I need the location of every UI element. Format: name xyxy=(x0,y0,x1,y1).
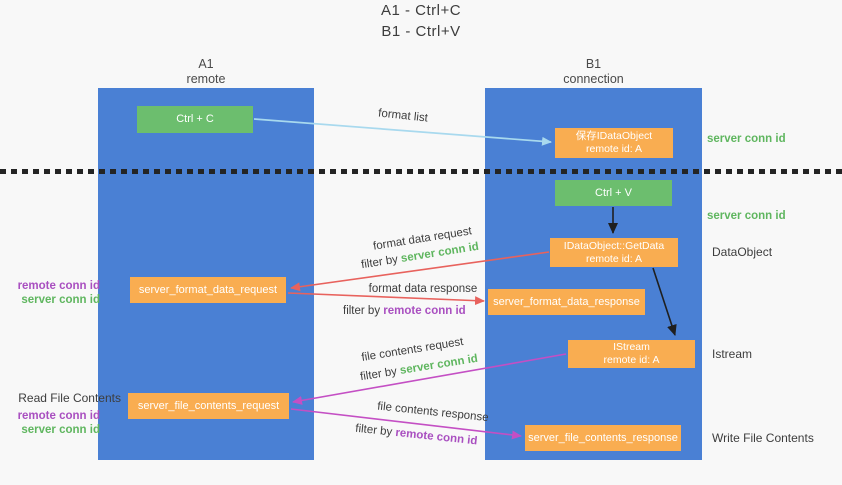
node-idataobject-getdata-line1: IDataObject::GetData xyxy=(563,239,665,252)
label-filter-remote-conn-id-2: filter by remote conn id xyxy=(355,423,478,448)
annotation-conn-ids-format: remote conn id server conn id xyxy=(0,279,100,307)
node-idataobject-getdata: IDataObject::GetData remote id: A xyxy=(550,238,678,267)
node-istream-line1: IStream xyxy=(613,341,650,353)
node-server-format-data-request-label: server_format_data_request xyxy=(138,283,278,296)
lane-header-b1: B1 connection xyxy=(485,57,702,87)
node-server-format-data-response-label: server_format_data_response xyxy=(493,295,640,308)
label-format-data-response-text: format data response xyxy=(368,283,478,295)
node-idataobject-getdata-line2: remote id: A xyxy=(585,252,643,265)
annotation-server-conn-id-1: server conn id xyxy=(21,294,100,306)
node-save-idataobject-line1: 保存IDataObject xyxy=(575,130,653,142)
node-server-file-contents-response: server_file_contents_response xyxy=(525,425,681,451)
annotation-conn-ids-file: remote conn id server conn id xyxy=(0,409,100,437)
remote-conn-id-text: remote conn id xyxy=(394,426,478,448)
annotation-dataobject: DataObject xyxy=(712,245,773,259)
lane-b1-name: connection xyxy=(563,72,624,86)
annotation-remote-conn-id-1: remote conn id xyxy=(17,280,100,292)
node-save-idataobject-line2: remote id: A xyxy=(585,143,643,155)
node-server-format-data-request: server_format_data_request xyxy=(130,277,286,303)
node-server-file-contents-request: server_file_contents_request xyxy=(128,393,289,419)
annotation-server-conn-id-mid: server conn id xyxy=(707,210,786,222)
label-format-data-response: format data response xyxy=(367,283,479,295)
annotation-server-conn-id-2: server conn id xyxy=(21,424,100,436)
node-server-format-data-response: server_format_data_response xyxy=(488,289,645,315)
title-line-2: B1 - Ctrl+V xyxy=(381,23,461,40)
remote-conn-id-text: remote conn id xyxy=(383,305,466,317)
node-istream: IStream remote id: A xyxy=(568,340,695,368)
lane-b1-id: B1 xyxy=(585,57,602,71)
node-ctrl-v-label: Ctrl + V xyxy=(595,186,632,199)
annotation-write-file-contents: Write File Contents xyxy=(712,431,814,445)
label-file-contents-response: file contents response xyxy=(377,400,490,424)
filter-by-text: filter by xyxy=(343,305,384,317)
node-ctrl-v: Ctrl + V xyxy=(555,180,672,206)
node-ctrl-c-label: Ctrl + C xyxy=(176,113,214,125)
lane-a1-name: remote xyxy=(186,72,226,86)
label-format-list: format list xyxy=(360,106,447,127)
clipboard-boundary-divider xyxy=(0,169,842,174)
lane-header-a1: A1 remote xyxy=(98,57,314,87)
filter-by-text: filter by xyxy=(359,365,401,384)
label-format-list-text: format list xyxy=(377,107,429,125)
annotation-read-file-contents: Read File Contents xyxy=(18,391,121,405)
annotation-istream: Istream xyxy=(712,347,753,361)
server-conn-id-text: server conn id xyxy=(399,352,479,377)
annotation-server-conn-id-top: server conn id xyxy=(707,133,786,145)
lane-a1-id: A1 xyxy=(198,57,214,71)
label-filter-remote-conn-id-1: filter by remote conn id xyxy=(343,305,466,317)
node-istream-line2: remote id: A xyxy=(603,354,660,366)
node-server-file-contents-request-label: server_file_contents_request xyxy=(137,399,280,412)
label-file-contents-response-text: file contents response xyxy=(376,400,490,425)
diagram-title: A1 - Ctrl+C B1 - Ctrl+V xyxy=(0,0,842,42)
filter-by-text: filter by xyxy=(354,422,397,439)
node-ctrl-c: Ctrl + C xyxy=(137,106,253,133)
title-line-1: A1 - Ctrl+C xyxy=(380,2,462,19)
node-server-file-contents-response-label: server_file_contents_response xyxy=(528,431,678,444)
node-save-idataobject: 保存IDataObject remote id: A xyxy=(555,128,673,158)
filter-by-text: filter by xyxy=(360,253,402,272)
annotation-remote-conn-id-2: remote conn id xyxy=(17,410,100,422)
